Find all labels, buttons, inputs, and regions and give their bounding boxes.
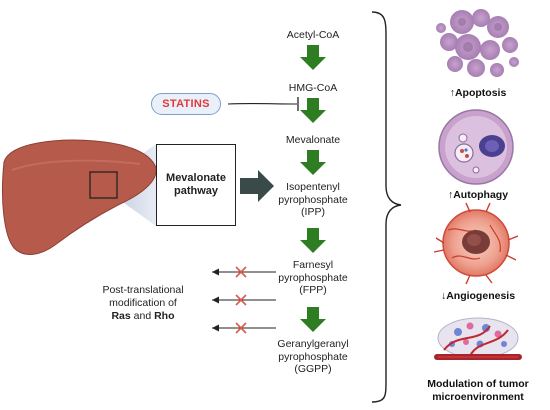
ggpp-line2: pyrophosphate	[278, 350, 348, 363]
statins-label: STATINS	[151, 93, 221, 115]
statins-text: STATINS	[162, 98, 210, 110]
blocked-arrow-1	[212, 266, 276, 278]
ipp-line3: (IPP)	[301, 206, 325, 218]
arrow-ipp-fpp	[300, 228, 326, 253]
ipp-line1: Isopentenyl	[286, 181, 340, 193]
ptm-line1: Post-translational	[102, 284, 184, 296]
tme-line2: microenvironment	[432, 391, 524, 403]
ptm-line2: modification of	[109, 297, 177, 309]
metabolite-hmg-coa: HMG-CoA	[288, 82, 338, 94]
and-label: and	[130, 310, 155, 322]
arrow-mev-ipp	[300, 150, 326, 175]
box-label-line2: pathway	[173, 185, 218, 197]
rho-label: Rho	[154, 310, 175, 322]
tme-line1: Modulation of tumor	[427, 378, 529, 390]
fpp-line3: (FPP)	[299, 284, 327, 296]
mevalonate-pathway-box: Mevalonate pathway	[156, 144, 236, 226]
autophagy-icon	[438, 109, 514, 185]
outcome-angiogenesis: ↓Angiogenesis	[440, 290, 516, 302]
curly-brace	[371, 11, 402, 403]
mevalonate-pathway-label: Mevalonate pathway	[166, 172, 226, 198]
ggpp-line1: Geranylgeranyl	[277, 338, 349, 350]
metabolite-ggpp: Geranylgeranyl pyrophosphate (GGPP)	[277, 338, 348, 376]
tumor-microenvironment-icon	[434, 317, 522, 360]
arrow-hmg-mev	[300, 98, 326, 123]
fpp-line2: pyrophosphate	[278, 271, 348, 284]
pathway-arrows	[300, 45, 326, 332]
outcome-apoptosis: ↑Apoptosis	[449, 87, 507, 99]
statins-inhibition	[227, 97, 299, 111]
blocked-arrows	[212, 266, 276, 334]
pathway-entry-arrow	[240, 170, 274, 202]
ras-label: Ras	[111, 310, 131, 322]
outcome-autophagy: ↑Autophagy	[447, 189, 509, 201]
ptm-line3: Ras and Rho	[102, 310, 183, 323]
blocked-arrow-2	[212, 294, 276, 306]
post-translational-label: Post-translational modification of Ras a…	[102, 284, 183, 323]
apoptosis-icon	[436, 9, 519, 77]
box-label-line1: Mevalonate	[166, 172, 226, 184]
angiogenesis-icon	[433, 202, 519, 285]
ggpp-line3: (GGPP)	[294, 363, 332, 375]
arrow-acetyl-hmg	[300, 45, 326, 70]
metabolite-mevalonate: Mevalonate	[285, 134, 341, 146]
arrow-fpp-ggpp	[300, 307, 326, 332]
fpp-line1: Farnesyl	[292, 259, 334, 271]
outcome-tumor-microenvironment: Modulation of tumor microenvironment	[427, 378, 528, 404]
blocked-arrow-3	[212, 322, 276, 334]
metabolite-fpp: Farnesyl pyrophosphate (FPP)	[278, 259, 347, 297]
metabolite-acetyl-coa: Acetyl-CoA	[286, 29, 340, 41]
liver-illustration	[2, 139, 157, 255]
ipp-line2: pyrophosphate	[278, 193, 348, 206]
metabolite-ipp: Isopentenyl pyrophosphate (IPP)	[278, 181, 347, 219]
